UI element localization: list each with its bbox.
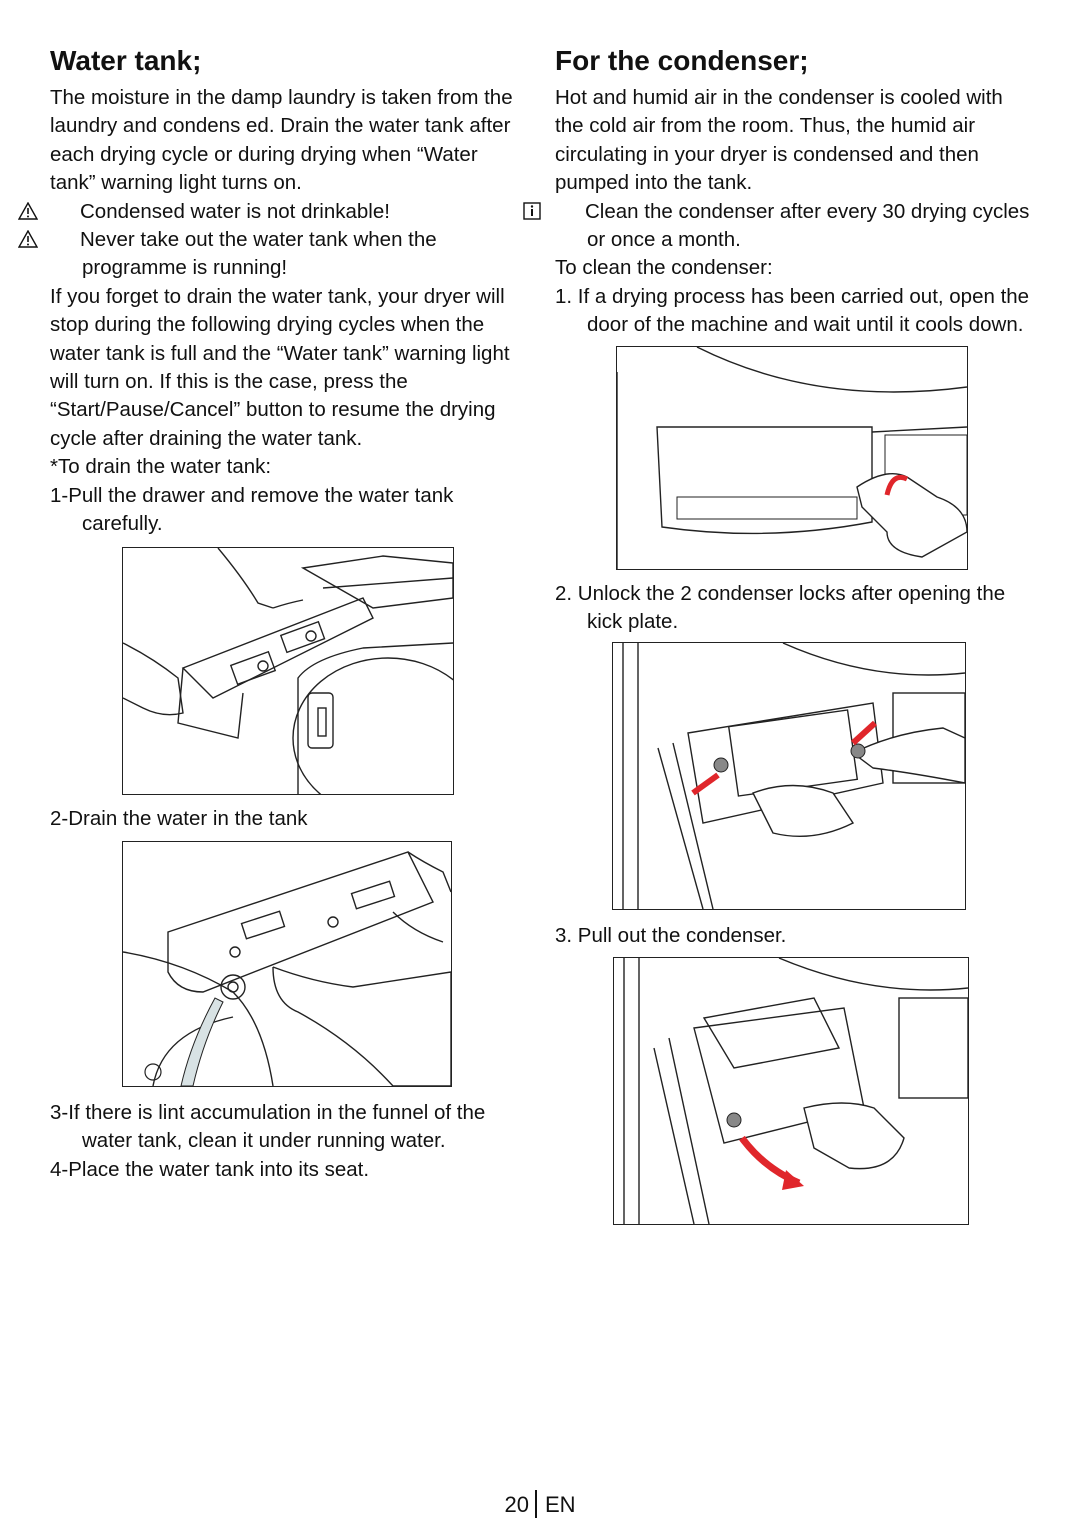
drain-step-1: 1-Pull the drawer and remove the water t… [50,483,454,536]
drain-step-3: 3-If there is lint accumulation in the f… [50,1100,486,1153]
condenser-section: For the condenser; Hot and humid air in … [523,44,1030,1225]
warning-do-not-remove-text: Never take out the water tank when the p… [80,228,437,280]
water-tank-heading: Water tank; [50,45,202,76]
water-tank-section: Water tank; The moisture in the damp lau… [17,44,525,1184]
condenser-info-text: Clean the condenser after every 30 dryin… [585,199,1030,252]
water-tank-intro: The moisture in the damp laundry is take… [50,86,513,195]
info-icon [523,200,573,220]
clean-step-1: 1. If a drying process has been carried … [555,284,1030,337]
clean-intro: To clean the condenser: [555,256,773,280]
language-code: EN [544,1492,576,1517]
warning-not-drinkable-text: Condensed water is not drinkable! [80,199,390,223]
open-door-illustration [616,345,968,570]
page-footer: 20 EN [0,1490,1080,1518]
unlock-condenser-illustration [612,642,966,911]
drain-tank-illustration [122,840,452,1087]
drain-step-2: 2-Drain the water in the tank [50,806,308,830]
condenser-heading: For the condenser; [555,45,809,76]
pull-condenser-illustration [613,956,969,1225]
drawer-pull-illustration [122,546,454,795]
warning-not-drinkable: Condensed water is not drinkable! [17,198,525,226]
page-number: 20 [504,1492,529,1517]
footer-separator [534,1490,537,1518]
condenser-intro: Hot and humid air in the condenser is co… [555,86,1003,195]
drain-step-4: 4-Place the water tank into its seat. [50,1157,370,1181]
warning-do-not-remove: Never take out the water tank when the p… [17,226,525,283]
clean-step-2: 2. Unlock the 2 condenser locks after op… [555,581,1006,634]
warning-triangle-icon [17,200,70,220]
clean-step-3: 3. Pull out the condenser. [555,924,787,948]
warning-triangle-icon [17,228,70,248]
condenser-info-note: Clean the condenser after every 30 dryin… [523,198,1030,255]
water-tank-full-paragraph: If you forget to drain the water tank, y… [50,284,510,450]
drain-intro: *To drain the water tank: [50,455,272,479]
